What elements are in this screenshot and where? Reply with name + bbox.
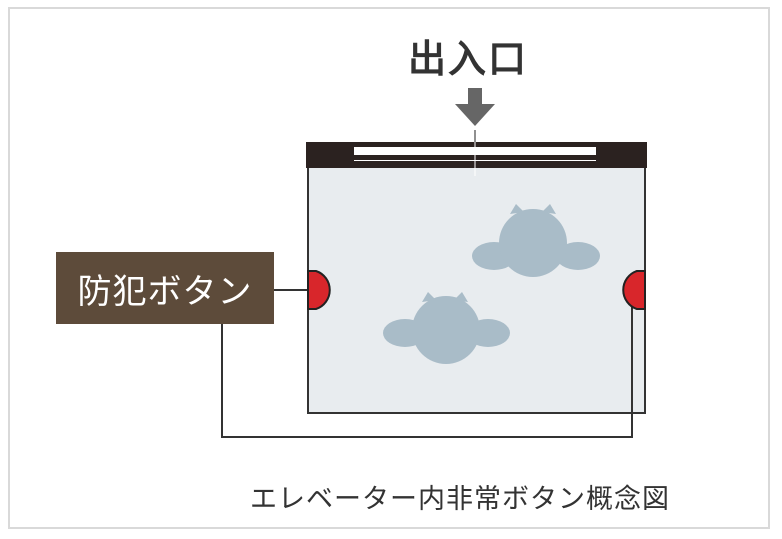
passenger-icon [472,204,600,277]
button-wiring [221,289,633,438]
elevator-cab [307,165,646,414]
entrance-label: 出入口 [408,37,529,81]
emergency-button-label-text: 防犯ボタン [77,271,253,312]
passenger-icon [383,292,510,364]
emergency-button-label: 防犯ボタン [56,252,274,324]
emergency-button-left-icon [307,270,331,310]
elevator-door [306,130,647,176]
emergency-button-right-icon [622,270,646,310]
diagram-caption: エレベーター内非常ボタン概念図 [250,484,670,515]
